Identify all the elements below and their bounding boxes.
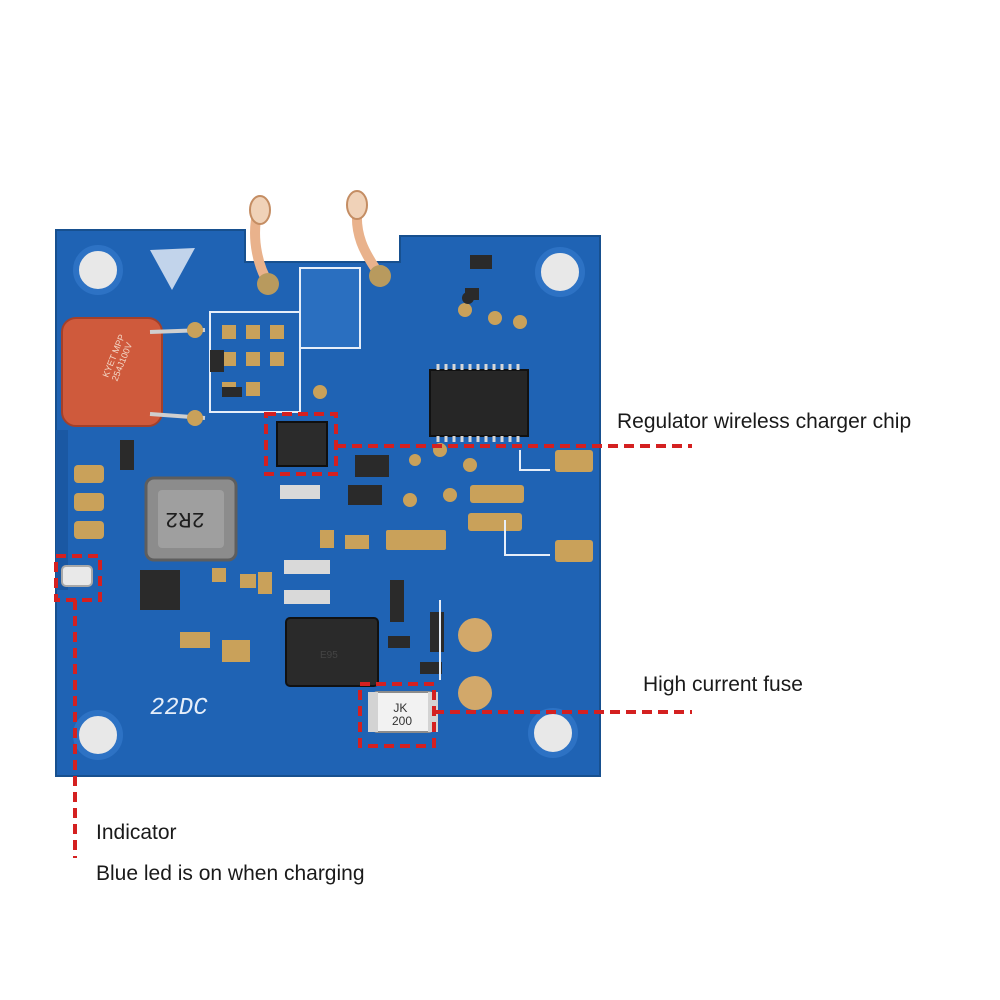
small-components — [120, 255, 527, 674]
fuse-silk-text-line: 200 — [392, 714, 412, 728]
inductor — [144, 476, 238, 562]
pcb-left-edge — [56, 430, 68, 590]
silk-outline — [299, 267, 361, 349]
output-pad-positive — [458, 676, 492, 710]
fuse-highlight-box — [358, 682, 436, 748]
indicator-annotation-desc: Blue led is on when charging — [96, 862, 365, 885]
board-silk-text: 22DC — [150, 695, 208, 722]
main-ic — [429, 364, 529, 442]
regulator-chip — [276, 421, 328, 467]
indicator-highlight-box — [54, 554, 102, 602]
inductor-silk-text: 2R2 — [165, 506, 205, 531]
film-capacitor — [61, 317, 206, 427]
traces — [439, 450, 550, 680]
svg-text:2R2: 2R2 — [165, 506, 205, 531]
contact-pads — [386, 450, 593, 562]
fuse-annotation: High current fuse — [643, 673, 803, 696]
coil-wires — [249, 190, 391, 295]
smd-pads — [222, 325, 284, 396]
regulator-annotation: Regulator wireless charger chip — [617, 410, 912, 433]
diode — [285, 617, 379, 687]
indicator-led — [61, 565, 93, 587]
svg-text:E95: E95 — [320, 650, 338, 661]
mounting-holes — [73, 245, 585, 760]
annotation-overlays — [54, 412, 692, 858]
indicator-annotation-title: Indicator — [96, 821, 177, 844]
svg-text:22DC: 22DC — [150, 695, 208, 722]
output-pad-negative — [458, 618, 492, 652]
fuse-silk-text: JK — [393, 701, 407, 715]
diode-silk-text: E95 — [320, 650, 338, 661]
edge-pads — [74, 465, 104, 539]
esd-warning-icon — [150, 248, 195, 290]
svg-text:JK 200: JK 200 — [392, 701, 412, 728]
